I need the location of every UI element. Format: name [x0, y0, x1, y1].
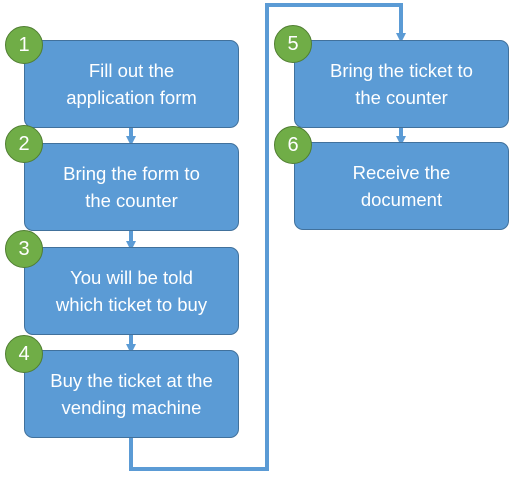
- step-3-box: You will be told which ticket to buy: [24, 247, 239, 335]
- step-4-box: Buy the ticket at the vending machine: [24, 350, 239, 438]
- step-2-box: Bring the form to the counter: [24, 143, 239, 231]
- step-4-badge: 4: [5, 335, 43, 373]
- step-3-badge: 3: [5, 230, 43, 268]
- step-6-box: Receive the document: [294, 142, 509, 230]
- step-5-box: Bring the ticket to the counter: [294, 40, 509, 128]
- step-1-badge: 1: [5, 26, 43, 64]
- step-1-box: Fill out the application form: [24, 40, 239, 128]
- step-5-badge: 5: [274, 25, 312, 63]
- step-6-badge: 6: [274, 126, 312, 164]
- arrow-step4-to-step5: [129, 3, 406, 471]
- step-2-badge: 2: [5, 125, 43, 163]
